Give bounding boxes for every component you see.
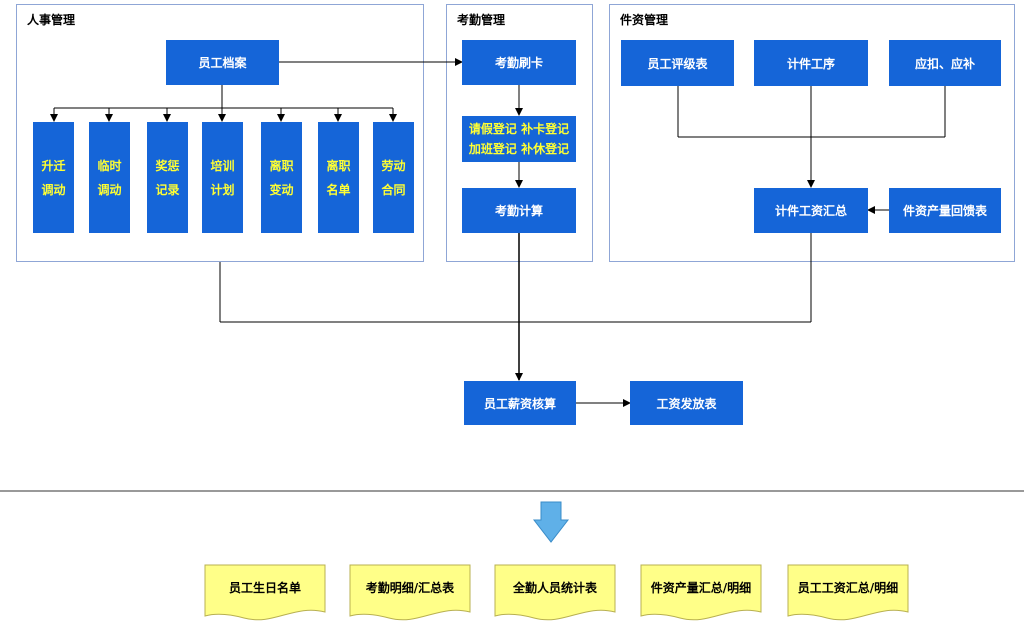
hr-child-line1: 临时 [97, 158, 122, 173]
report-full-attendance[interactable]: 全勤人员统计表 [494, 564, 616, 622]
hr-child-line1: 奖惩 [155, 158, 180, 173]
hr-child-temp-transfer[interactable]: 临时 调动 [89, 122, 130, 233]
attendance-calc-box[interactable]: 考勤计算 [462, 188, 576, 233]
hr-child-line1: 培训 [210, 158, 235, 173]
report-output-summary[interactable]: 件资产量汇总/明细 [640, 564, 762, 622]
hr-child-line2: 计划 [210, 182, 235, 197]
hr-child-line2: 调动 [41, 182, 66, 197]
payroll-calc-box[interactable]: 员工薪资核算 [464, 381, 576, 425]
report-label: 全勤人员统计表 [512, 580, 597, 595]
output-feedback-box[interactable]: 件资产量回馈表 [889, 188, 1001, 233]
document-shape-icon [204, 564, 326, 621]
down-arrow-icon [532, 501, 570, 543]
piecework-panel: 件资管理 [609, 4, 1015, 262]
hr-child-line2: 名单 [326, 182, 351, 197]
hr-child-resign-change[interactable]: 离职 变动 [261, 122, 302, 233]
leave-line1: 请假登记 补卡登记 [468, 122, 570, 136]
hr-panel-title: 人事管理 [27, 13, 76, 27]
document-shape-icon [349, 564, 471, 621]
report-attendance-detail[interactable]: 考勤明细/汇总表 [349, 564, 471, 622]
report-label: 员工生日名单 [228, 580, 301, 595]
hr-child-line1: 劳动 [381, 158, 406, 173]
hr-child-line2: 合同 [381, 182, 406, 197]
report-wage-summary[interactable]: 员工工资汇总/明细 [787, 564, 909, 622]
hr-child-line1: 离职 [326, 158, 351, 173]
employee-rating-box[interactable]: 员工评级表 [621, 40, 734, 86]
attendance-swipe-box[interactable]: 考勤刷卡 [462, 40, 576, 85]
hr-child-promotion[interactable]: 升迁 调动 [33, 122, 74, 233]
report-label: 员工工资汇总/明细 [797, 580, 899, 595]
hr-child-line1: 离职 [269, 158, 294, 173]
deduct-supplement-box[interactable]: 应扣、应补 [889, 40, 1001, 86]
piece-process-box[interactable]: 计件工序 [754, 40, 868, 86]
leave-registration-box[interactable]: 请假登记 补卡登记 加班登记 补休登记 [462, 116, 576, 162]
hr-panel: 人事管理 [16, 4, 424, 262]
hr-child-rewards[interactable]: 奖惩 记录 [147, 122, 188, 233]
piecework-panel-title: 件资管理 [620, 13, 669, 27]
employee-archive-box[interactable]: 员工档案 [166, 40, 279, 85]
attendance-panel-title: 考勤管理 [457, 13, 506, 27]
hr-child-line1: 升迁 [41, 158, 66, 173]
leave-line2: 加班登记 补休登记 [468, 142, 570, 156]
hr-child-line2: 变动 [269, 182, 294, 197]
wage-issue-box[interactable]: 工资发放表 [630, 381, 743, 425]
report-label: 件资产量汇总/明细 [650, 580, 752, 595]
hr-child-line2: 记录 [155, 182, 180, 197]
document-shape-icon [640, 564, 762, 621]
document-shape-icon [787, 564, 909, 621]
hr-child-training[interactable]: 培训 计划 [202, 122, 243, 233]
document-shape-icon [494, 564, 616, 621]
report-birthday-list[interactable]: 员工生日名单 [204, 564, 326, 622]
hr-child-line2: 调动 [97, 182, 122, 197]
hr-child-labor-contract[interactable]: 劳动 合同 [373, 122, 414, 233]
hr-child-resign-list[interactable]: 离职 名单 [318, 122, 359, 233]
piece-wage-summary-box[interactable]: 计件工资汇总 [754, 188, 868, 233]
report-label: 考勤明细/汇总表 [365, 580, 455, 595]
